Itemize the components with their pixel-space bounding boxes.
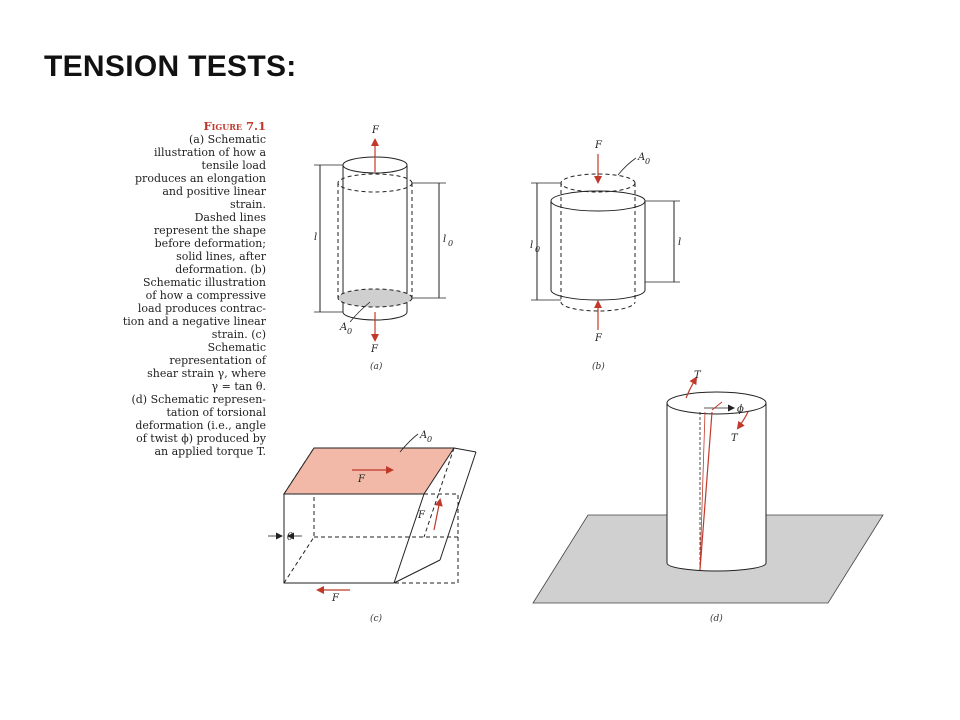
caption-line: before deformation; xyxy=(154,237,266,250)
caption-line: deformation (i.e., angle xyxy=(135,419,266,432)
caption-line: shear strain γ, where xyxy=(147,367,266,380)
slide-title: TENSION TESTS: xyxy=(44,50,297,83)
panel-a-area-label: A xyxy=(339,322,347,333)
caption-line: strain. xyxy=(230,198,266,211)
caption-line: an applied torque T. xyxy=(154,445,266,458)
panel-a-original-length-label: l xyxy=(443,234,446,245)
panel-b-area-subscript: 0 xyxy=(645,157,650,166)
panel-b-compression xyxy=(531,154,680,330)
caption-line: and positive linear xyxy=(162,185,266,198)
caption-line: tation of torsional xyxy=(166,406,266,419)
panel-d-torsion xyxy=(532,376,884,604)
panel-c-area-label: A xyxy=(419,430,427,441)
figure-title: Figure 7.1 xyxy=(203,119,266,133)
caption-line: solid lines, after xyxy=(176,250,266,263)
panel-b-length-label: l xyxy=(678,237,681,248)
panel-b-original-length-label: l xyxy=(530,240,533,251)
caption-line: produces an elongation xyxy=(135,172,266,185)
caption-line: Dashed lines xyxy=(194,211,266,224)
caption-line: deformation. (b) xyxy=(175,263,266,276)
panel-d-torque-side-label: T xyxy=(731,433,739,444)
panel-a-label: (a) xyxy=(370,361,383,372)
panel-c-force-side-label: F xyxy=(417,510,426,521)
panel-d-label: (d) xyxy=(710,613,723,624)
panel-a-area-subscript: 0 xyxy=(347,327,352,336)
panel-c-area-subscript: 0 xyxy=(427,435,432,444)
caption-line: γ = tan θ. xyxy=(211,380,266,393)
caption-line: represent the shape xyxy=(153,224,266,237)
caption-line: representation of xyxy=(169,354,266,367)
panel-b-force-top-label: F xyxy=(594,140,603,151)
caption-line: illustration of how a xyxy=(153,146,266,159)
panel-d-phi-label: ϕ xyxy=(737,404,744,415)
panel-a-length-label: l xyxy=(314,232,317,243)
caption-line: Schematic xyxy=(207,341,266,354)
caption-line: tensile load xyxy=(201,159,266,172)
caption-line: load produces contrac- xyxy=(137,302,266,315)
panel-d-torque-top-label: T xyxy=(694,370,702,381)
panel-c-shear xyxy=(268,433,477,594)
panel-a-original-length-subscript: 0 xyxy=(448,239,453,248)
caption-line: (a) Schematic xyxy=(188,133,266,146)
caption-line: (d) Schematic represen- xyxy=(131,393,266,406)
caption-line: of how a compressive xyxy=(145,289,266,302)
caption-line: tion and a negative linear xyxy=(122,315,266,328)
panel-b-original-length-subscript: 0 xyxy=(535,245,540,254)
panel-a-force-top-label: F xyxy=(371,125,380,136)
panel-a-force-bottom-label: F xyxy=(370,344,379,355)
caption-line: strain. (c) xyxy=(211,328,266,341)
panel-b-force-bottom-label: F xyxy=(594,333,603,344)
panel-c-theta-label: θ xyxy=(287,532,293,543)
panel-b-label: (b) xyxy=(592,361,605,372)
caption-line: Schematic illustration xyxy=(142,276,266,289)
panel-c-label: (c) xyxy=(370,613,383,624)
panel-c-force-bottom-label: F xyxy=(331,593,340,604)
panel-b-area-label: A xyxy=(637,152,645,163)
panel-a-tension xyxy=(314,138,446,342)
caption-line: of twist ϕ) produced by xyxy=(136,432,266,445)
figure-caption: Figure 7.1 (a) Schematic illustration of… xyxy=(96,119,266,459)
panel-c-force-top-label: F xyxy=(357,474,366,485)
